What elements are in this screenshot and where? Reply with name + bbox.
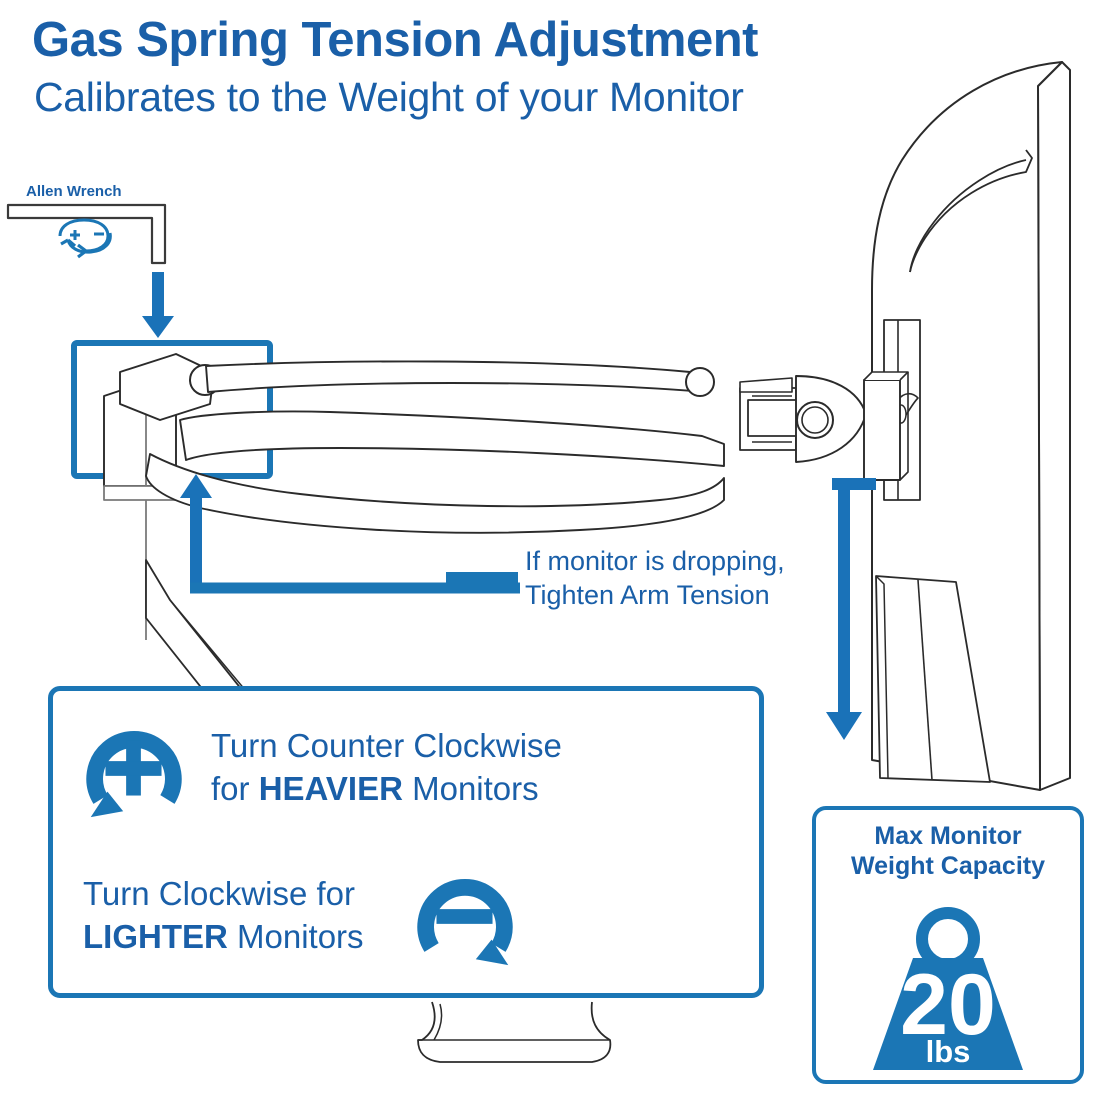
- lighter-line-2: LIGHTER Monitors: [83, 916, 364, 959]
- tighten-tension-callout: If monitor is dropping, Tighten Arm Tens…: [525, 545, 785, 613]
- lighter-instruction-text: Turn Clockwise for LIGHTER Monitors: [83, 873, 364, 959]
- monitor-outline: [871, 61, 1071, 791]
- lighter-line-1: Turn Clockwise for: [83, 875, 356, 913]
- heavier-line-1: Turn Counter Clockwise: [211, 727, 562, 765]
- rotation-direction-icon: [58, 218, 112, 259]
- lighter-line-2-post: Monitors: [227, 918, 364, 955]
- callout-leader-bar: [446, 572, 518, 583]
- heavier-line-2: for HEAVIER Monitors: [211, 768, 562, 811]
- weight-title-line-2: Weight Capacity: [850, 851, 1046, 880]
- heavier-line-2-post: Monitors: [402, 770, 539, 807]
- heavier-keyword: HEAVIER: [258, 770, 403, 807]
- tension-instruction-box: Turn Counter Clockwise for HEAVIER Monit…: [48, 686, 764, 998]
- heavier-instruction-text: Turn Counter Clockwise for HEAVIER Monit…: [211, 725, 562, 811]
- circular-arrow-minus-icon: [416, 879, 513, 966]
- instruction-heavier: Turn Counter Clockwise for HEAVIER Monit…: [75, 709, 747, 827]
- tighten-tension-pointer: [180, 474, 212, 588]
- heavier-line-2-pre: for: [211, 770, 259, 807]
- weight-unit: lbs: [926, 1034, 971, 1069]
- callout-line-2: Tighten Arm Tension: [525, 579, 770, 610]
- weight-capacity-box: Max Monitor Weight Capacity 20 lbs: [812, 806, 1084, 1084]
- allen-wrench-label: Allen Wrench: [26, 183, 122, 200]
- weight-title-line-1: Max Monitor: [874, 822, 1022, 850]
- weight-kettlebell-icon: 20 lbs: [873, 907, 1023, 1070]
- callout-line-1: If monitor is dropping,: [525, 546, 785, 576]
- weight-capacity-title: Max Monitor Weight Capacity: [816, 822, 1080, 881]
- allen-wrench-icon: [6, 203, 167, 265]
- page-title: Gas Spring Tension Adjustment: [32, 13, 759, 67]
- lighter-keyword: LIGHTER: [83, 918, 228, 955]
- circular-arrow-plus-icon: [86, 731, 182, 818]
- page-subtitle: Calibrates to the Weight of your Monitor: [34, 74, 744, 120]
- wrench-insert-arrow: [142, 272, 174, 338]
- monitor-drop-arrow: [826, 478, 876, 740]
- weight-value: 20: [900, 957, 996, 1053]
- desk-stand-base: [417, 1001, 612, 1063]
- instruction-lighter: Turn Clockwise for LIGHTER Monitors: [75, 857, 747, 975]
